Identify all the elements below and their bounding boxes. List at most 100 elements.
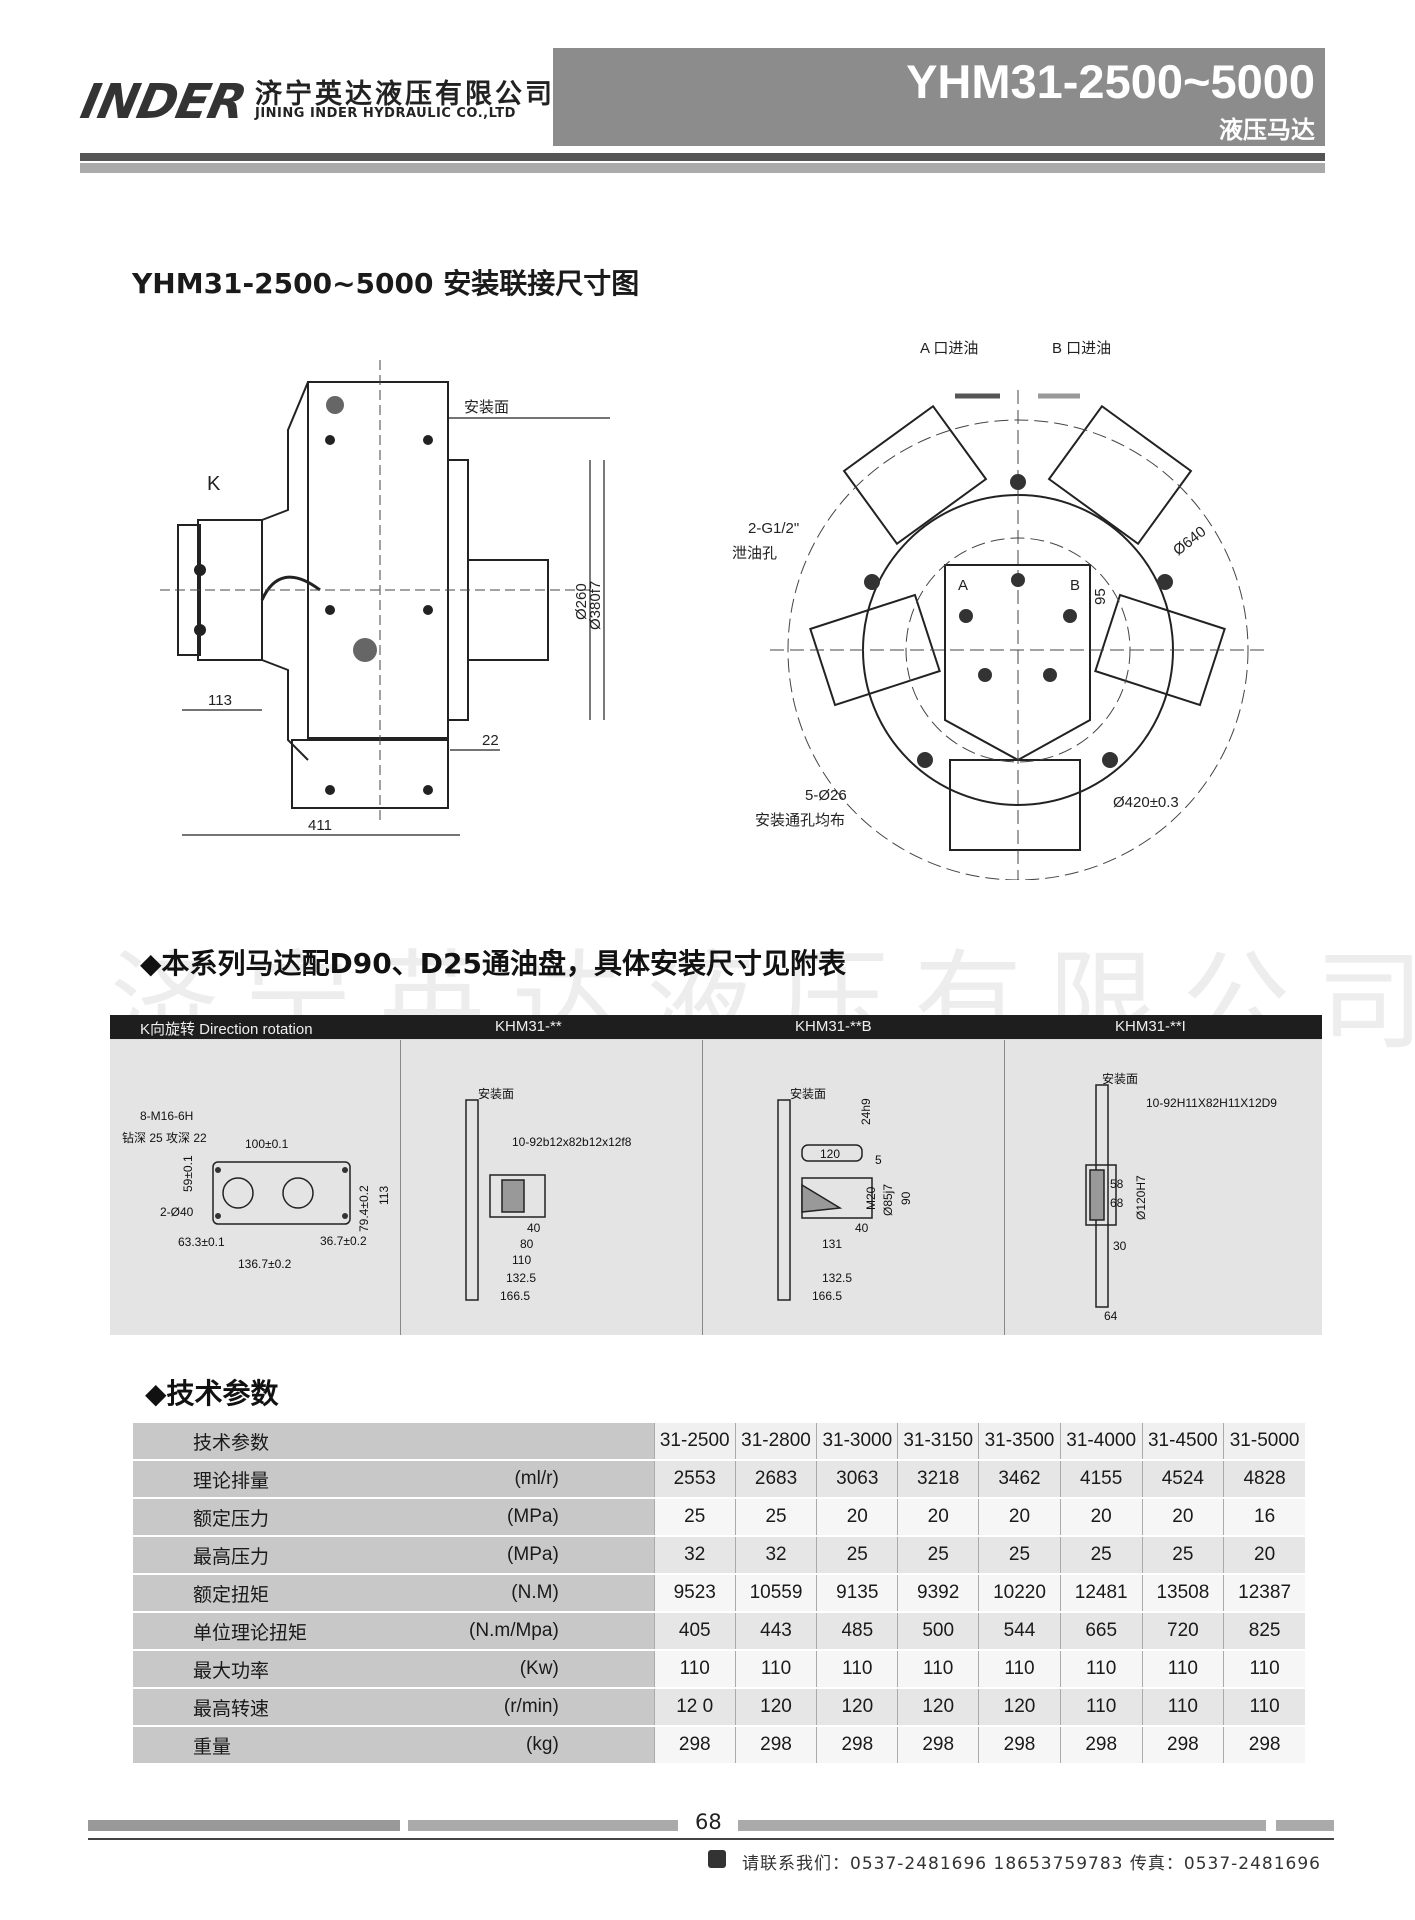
panel-col-4 xyxy=(1005,1040,1322,1335)
table-cell: 31-5000 xyxy=(1223,1423,1305,1461)
panel-header-khm-i: KHM31-**I xyxy=(1115,1018,1186,1035)
table-cell: 20 xyxy=(1141,1498,1224,1537)
footer-bar xyxy=(738,1820,1266,1831)
dim-113: 113 xyxy=(208,692,232,709)
subsection-title: ◆本系列马达配D90、D25通油盘，具体安装尺寸见附表 xyxy=(140,947,846,980)
table-cell: 31-4000 xyxy=(1059,1423,1143,1461)
p2-d40: 40 xyxy=(527,1221,541,1235)
cylinder-left xyxy=(809,593,941,707)
cylinder-bottom xyxy=(949,759,1081,851)
product-subtitle: 液压马达 xyxy=(1219,116,1315,144)
table-cell: 4155 xyxy=(1059,1460,1143,1499)
table-cell: 32 xyxy=(734,1536,817,1575)
port-b-label: B 口进油 xyxy=(1052,340,1111,357)
table-cell: 9523 xyxy=(653,1574,736,1613)
p2-d80: 80 xyxy=(520,1237,534,1251)
p2-mount: 安装面 xyxy=(478,1086,514,1101)
table-cell: 12 0 xyxy=(653,1688,736,1727)
table-cell: 2683 xyxy=(734,1460,817,1499)
cylinder-upper-left xyxy=(842,404,988,546)
table-cell: 20 xyxy=(816,1498,898,1537)
table-cell: 13508 xyxy=(1141,1574,1224,1613)
p4-spline: 10-92H11X82H11X12D9 xyxy=(1146,1096,1277,1110)
table-cell: 3063 xyxy=(816,1460,898,1499)
panel-header-khm: KHM31-** xyxy=(495,1018,562,1035)
table-cell: 110 xyxy=(1059,1650,1143,1689)
holes-cn: 安装通孔均布 xyxy=(755,812,845,829)
installation-drawing: 安装面 K 113 411 22 Ø260 Ø380f7 A 口进油 B 口进油… xyxy=(160,340,1265,880)
table-cell: 485 xyxy=(816,1612,898,1651)
table-cell: 500 xyxy=(897,1612,979,1651)
cylinder-upper-right xyxy=(1047,404,1193,546)
table-cell: 31-2500 xyxy=(653,1423,736,1461)
tech-section-title: ◆技术参数 xyxy=(145,1377,279,1410)
table-cell: 110 xyxy=(1059,1688,1143,1727)
table-cell: 298 xyxy=(1059,1726,1143,1765)
table-cell: 405 xyxy=(653,1612,736,1651)
panel-col-3 xyxy=(703,1040,1005,1335)
row-unit: (r/min) xyxy=(434,1688,655,1727)
table-cell: 25 xyxy=(653,1498,736,1537)
p1-d2-40: 2-Ø40 xyxy=(160,1205,194,1219)
p1-d63: 63.3±0.1 xyxy=(178,1235,225,1249)
table-cell: 3462 xyxy=(978,1460,1061,1499)
page-number: 68 xyxy=(695,1810,722,1834)
table-cell: 110 xyxy=(1223,1688,1305,1727)
table-cell: 25 xyxy=(1059,1536,1143,1575)
table-cell: 298 xyxy=(1223,1726,1305,1765)
table-cell: 443 xyxy=(734,1612,817,1651)
p4-d58: 58 xyxy=(1110,1177,1124,1191)
p4-d68: 68 xyxy=(1110,1196,1124,1210)
holes-label: 5-Ø26 xyxy=(805,787,847,804)
table-cell: 25 xyxy=(1141,1536,1224,1575)
table-cell: 31-2800 xyxy=(734,1423,817,1461)
table-header-label: 技术参数 xyxy=(133,1423,655,1461)
dim-22: 22 xyxy=(482,732,499,749)
table-cell: 20 xyxy=(1223,1536,1305,1575)
table-cell: 665 xyxy=(1059,1612,1143,1651)
table-cell: 110 xyxy=(816,1650,898,1689)
row-unit: (MPa) xyxy=(434,1536,655,1575)
table-cell: 298 xyxy=(978,1726,1061,1765)
p2-d132: 132.5 xyxy=(506,1271,536,1285)
mark-b: B xyxy=(1070,577,1080,594)
mark-a: A xyxy=(958,577,968,594)
p1-thread: 8-M16-6H xyxy=(140,1109,193,1123)
row-label: 重量 xyxy=(133,1726,435,1765)
table-cell: 110 xyxy=(1223,1650,1305,1689)
p3-d132: 132.5 xyxy=(822,1271,852,1285)
row-label: 理论排量 xyxy=(133,1460,435,1499)
table-cell: 298 xyxy=(734,1726,817,1765)
row-label: 最高转速 xyxy=(133,1688,435,1727)
section-title: YHM31-2500~5000 安装联接尺寸图 xyxy=(132,267,640,300)
table-cell: 10220 xyxy=(978,1574,1061,1613)
table-cell: 20 xyxy=(897,1498,979,1537)
table-cell: 12481 xyxy=(1059,1574,1143,1613)
table-cell: 110 xyxy=(1141,1650,1224,1689)
table-cell: 12387 xyxy=(1223,1574,1305,1613)
panel-col-2 xyxy=(401,1040,703,1335)
dim-d420: Ø420±0.3 xyxy=(1113,794,1179,811)
table-cell: 120 xyxy=(978,1688,1061,1727)
row-unit: (kg) xyxy=(434,1726,655,1765)
dim-d640: Ø640 xyxy=(1170,523,1209,559)
footer-bar xyxy=(408,1820,678,1831)
p2-d110: 110 xyxy=(512,1253,531,1267)
p3-d24: 24h9 xyxy=(859,1098,873,1125)
table-cell: 825 xyxy=(1223,1612,1305,1651)
p3-d120: 120 xyxy=(820,1147,840,1161)
p3-m20: M20 xyxy=(864,1186,878,1210)
row-unit: (N.M) xyxy=(434,1574,655,1613)
p4-d64: 64 xyxy=(1104,1309,1118,1323)
p3-mount: 安装面 xyxy=(790,1086,826,1101)
table-cell: 31-4500 xyxy=(1141,1423,1224,1461)
table-cell: 31-3000 xyxy=(816,1423,898,1461)
output-shaft xyxy=(467,559,549,661)
table-cell: 110 xyxy=(734,1650,817,1689)
table-cell: 31-3150 xyxy=(897,1423,979,1461)
table-cell: 298 xyxy=(897,1726,979,1765)
